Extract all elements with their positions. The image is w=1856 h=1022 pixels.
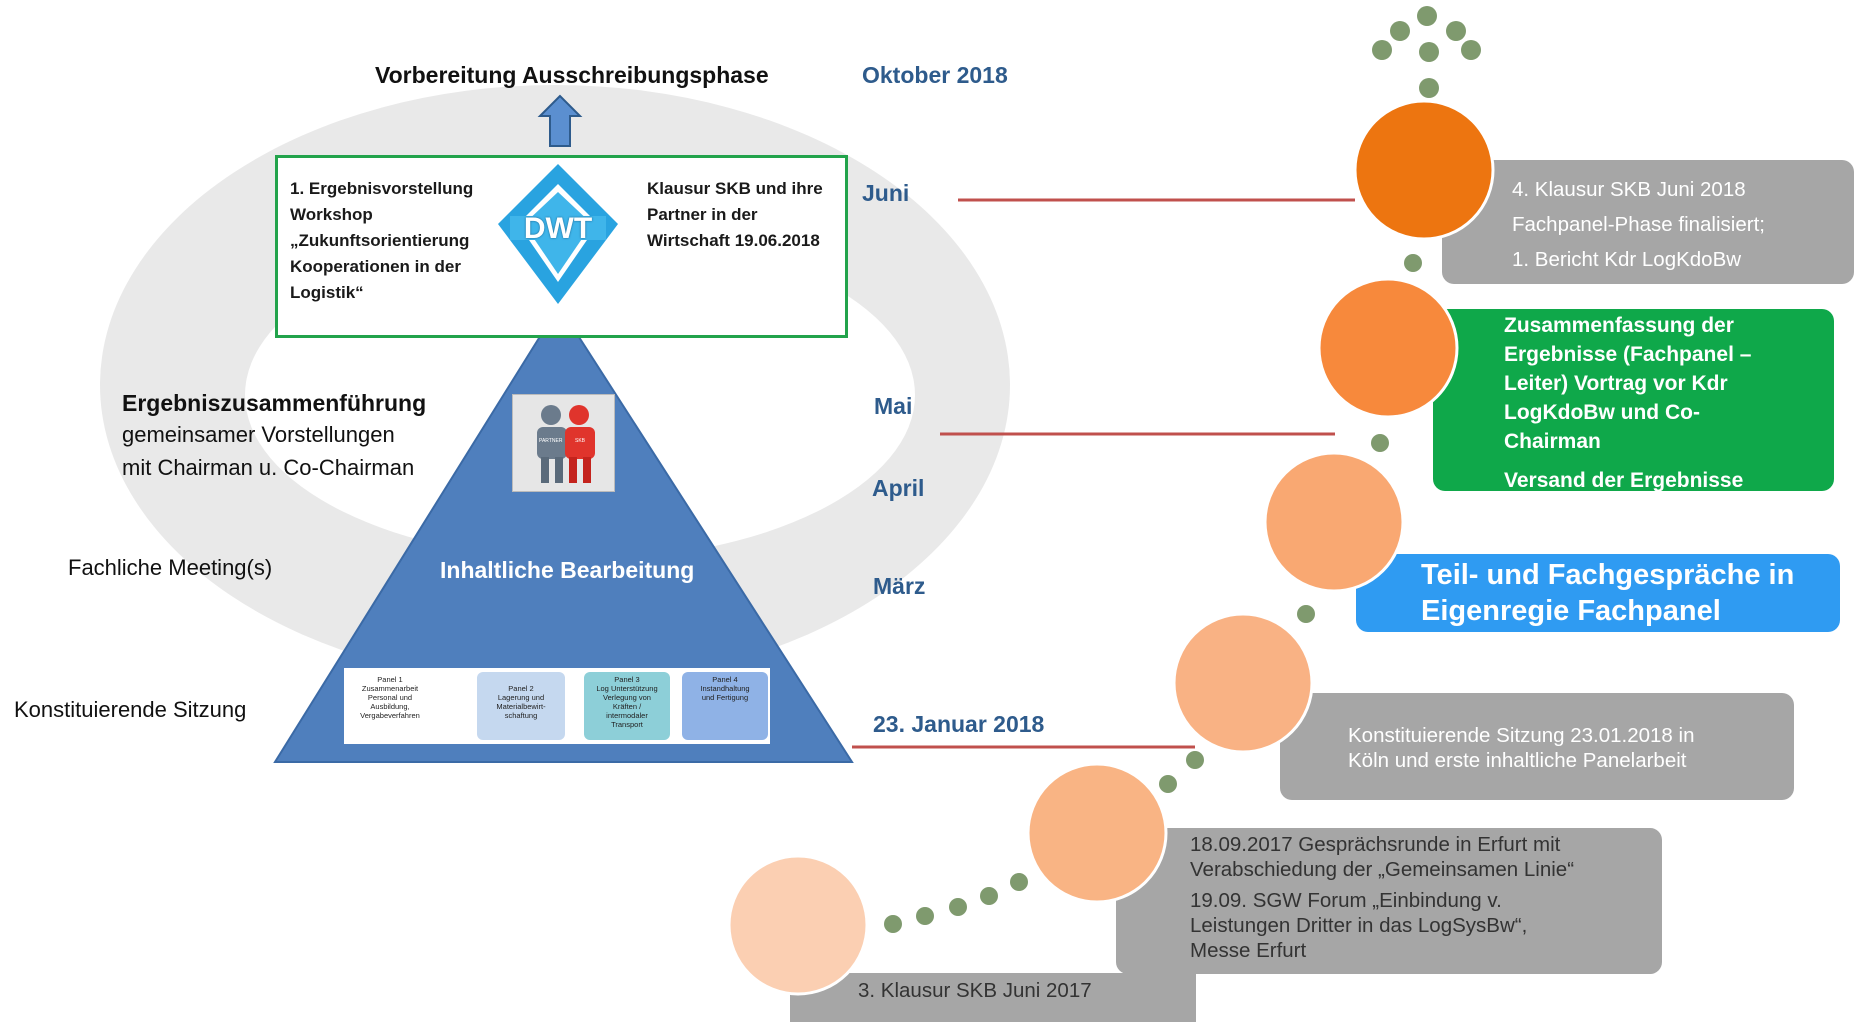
circle-fachgespraeche <box>1263 451 1405 593</box>
month-mai: Mai <box>874 393 913 419</box>
meetings-label: Fachliche Meeting(s) <box>68 555 273 580</box>
photo-label-partner: PARTNER <box>539 438 563 444</box>
phase-title: Vorbereitung Ausschreibungsphase <box>375 62 769 88</box>
panel-1: Panel 1 Zusammenarbeit Personal und Ausb… <box>344 672 436 740</box>
month-maerz: März <box>873 573 926 599</box>
circle-mai <box>1317 277 1459 419</box>
circle-juni-2018 <box>1353 99 1495 241</box>
up-arrow-icon <box>537 94 583 147</box>
month-juni: Juni <box>862 180 910 206</box>
circle-erfurt <box>1026 762 1168 904</box>
month-januar: 23. Januar 2018 <box>873 711 1045 737</box>
result-box-right-text: Klausur SKB und ihre Partner in der Wirt… <box>647 179 823 250</box>
merge-title: Ergebniszusammenführung <box>122 390 427 416</box>
callout-fachgespraeche: Teil- und Fachgespräche in Eigenregie Fa… <box>1356 554 1840 632</box>
panel-2: Panel 2 Lagerung und Materialbewirt- sch… <box>477 672 565 740</box>
merge-line-1: gemeinsamer Vorstellungen <box>122 422 395 447</box>
merge-line-2: mit Chairman u. Co-Chairman <box>122 455 415 480</box>
pyramid-label: Inhaltliche Bearbeitung <box>440 557 695 583</box>
callout-zusammenfassung: Zusammenfassung der Ergebnisse (Fachpane… <box>1433 309 1834 492</box>
callout-klausur-2017: 3. Klausur SKB Juni 2017 <box>790 973 1196 1022</box>
photo-label-skb: SKB <box>575 438 586 444</box>
circle-2017 <box>727 854 869 996</box>
month-april: April <box>872 475 925 501</box>
callout-klausur-juni-2018: 4. Klausur SKB Juni 2018 Fachpanel-Phase… <box>1442 160 1854 284</box>
panel-3: Panel 3 Log Unterstützung Verlegung von … <box>584 672 670 740</box>
timeline-dots <box>884 6 1481 933</box>
constituting-label: Konstituierende Sitzung <box>14 697 247 722</box>
panel-4: Panel 4 Instandhaltung und Fertigung <box>682 672 768 740</box>
dwt-logo-text: DWT <box>523 212 593 245</box>
callout-erfurt: 18.09.2017 Gesprächsrunde in Erfurt mit … <box>1116 828 1662 974</box>
callout-versand: Versand der Ergebnisse <box>1504 469 1744 492</box>
callout-konstituierende: Konstituierende Sitzung 23.01.2018 in Kö… <box>1280 693 1794 800</box>
result-box: 1. Ergebnisvorstellung Workshop „Zukunft… <box>275 155 848 338</box>
pyramid-shape <box>273 304 854 763</box>
circle-januar <box>1172 612 1314 754</box>
date-oktober: Oktober 2018 <box>862 62 1008 88</box>
panel-row: Panel 1 Zusammenarbeit Personal und Ausb… <box>344 668 770 744</box>
partner-photo: PARTNER SKB <box>512 394 615 492</box>
dwt-logo: DWT <box>496 162 620 307</box>
result-box-left-text: 1. Ergebnisvorstellung Workshop „Zukunft… <box>290 179 474 302</box>
